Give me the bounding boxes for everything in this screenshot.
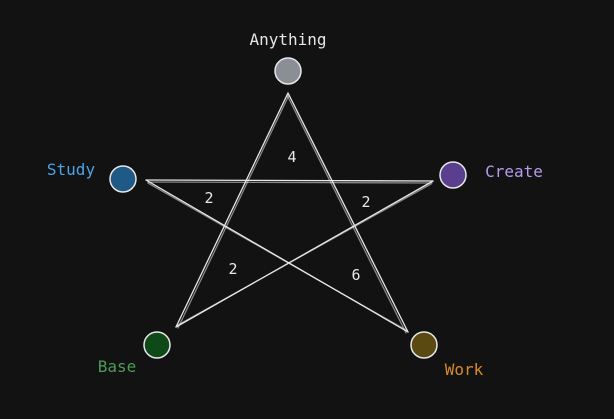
node-anything-circle[interactable] (274, 57, 302, 85)
node-base-circle[interactable] (143, 331, 171, 359)
node-base[interactable]: Base (98, 331, 171, 376)
node-base-label: Base (98, 357, 137, 376)
region-lower-left-value: 2 (228, 260, 237, 278)
node-work-label: Work (445, 360, 484, 379)
edge-study-work-sketch (147, 182, 407, 331)
node-anything[interactable]: Anything (249, 30, 327, 85)
star-lines (145, 92, 434, 334)
node-anything-label: Anything (249, 30, 326, 49)
node-create-label: Create (485, 162, 543, 181)
region-upper-left-value: 2 (204, 189, 213, 207)
region-labels: 4 2 2 2 6 (204, 148, 370, 284)
node-create[interactable]: Create (439, 161, 543, 189)
node-study-circle[interactable] (109, 165, 137, 193)
edge-create-base-sketch (177, 183, 432, 326)
node-study[interactable]: Study (47, 160, 137, 193)
region-upper-right-value: 2 (361, 193, 370, 211)
region-top-value: 4 (287, 148, 296, 166)
region-lower-right-value: 6 (351, 266, 360, 284)
edge-anything-base-sketch (177, 94, 290, 329)
node-study-label: Study (47, 160, 96, 179)
edge-study-create (145, 179, 434, 182)
edge-anything-work (287, 92, 409, 333)
node-work-circle[interactable] (410, 331, 438, 359)
node-create-circle[interactable] (439, 161, 467, 189)
edge-study-create-sketch (147, 181, 433, 184)
node-work[interactable]: Work (410, 331, 484, 379)
edge-anything-work-sketch (286, 94, 407, 334)
edge-anything-base (175, 92, 289, 328)
